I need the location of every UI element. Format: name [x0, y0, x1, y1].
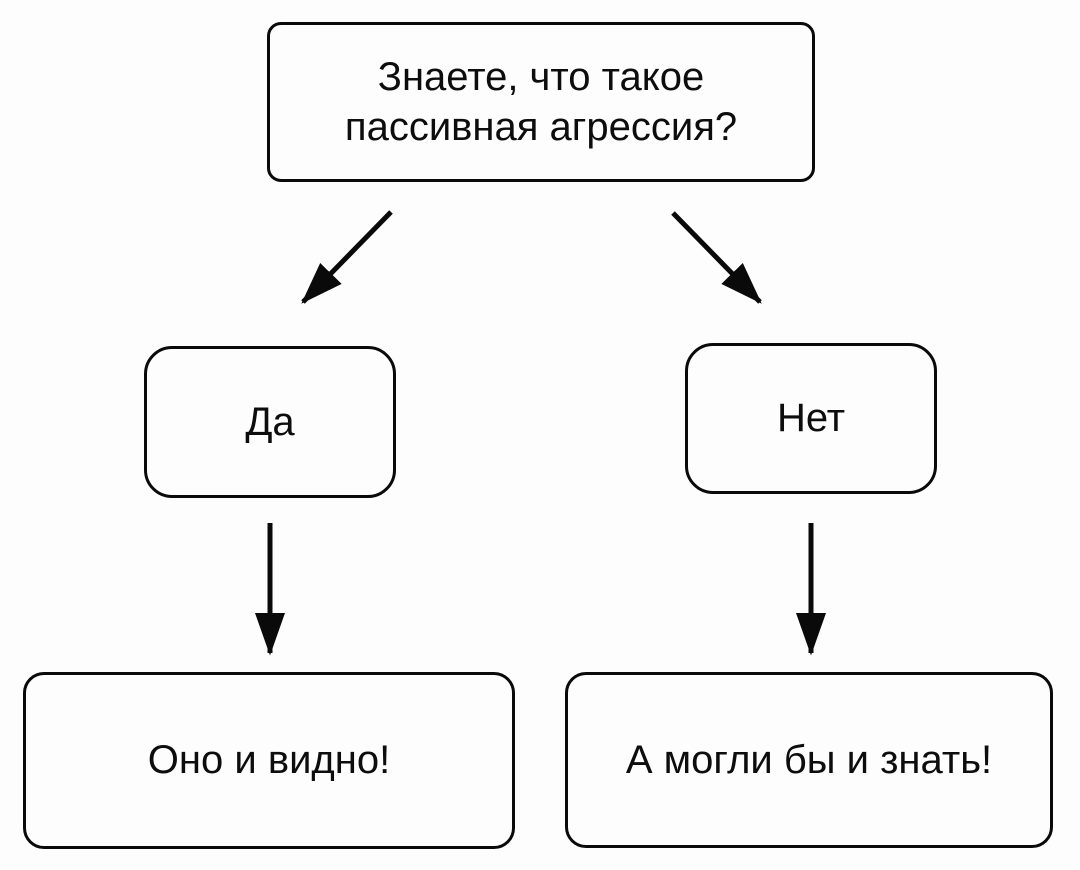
- node-result-yes: Оно и видно!: [23, 672, 515, 849]
- edge-question-to-yes-arrow: [301, 210, 393, 304]
- node-answer-no-label: Нет: [776, 396, 846, 441]
- node-result-no-label: А могли бы и знать!: [625, 737, 993, 782]
- node-result-no: А могли бы и знать!: [565, 672, 1053, 848]
- node-question-label: Знаете, что такое пассивная агрессия?: [344, 54, 738, 149]
- node-question: Знаете, что такое пассивная агрессия?: [267, 22, 815, 182]
- node-answer-no: Нет: [685, 343, 937, 494]
- node-answer-yes: Да: [144, 346, 396, 498]
- node-result-yes-label: Оно и видно!: [147, 738, 391, 783]
- node-answer-yes-label: Да: [245, 399, 295, 444]
- edge-question-to-no-arrow: [671, 211, 762, 304]
